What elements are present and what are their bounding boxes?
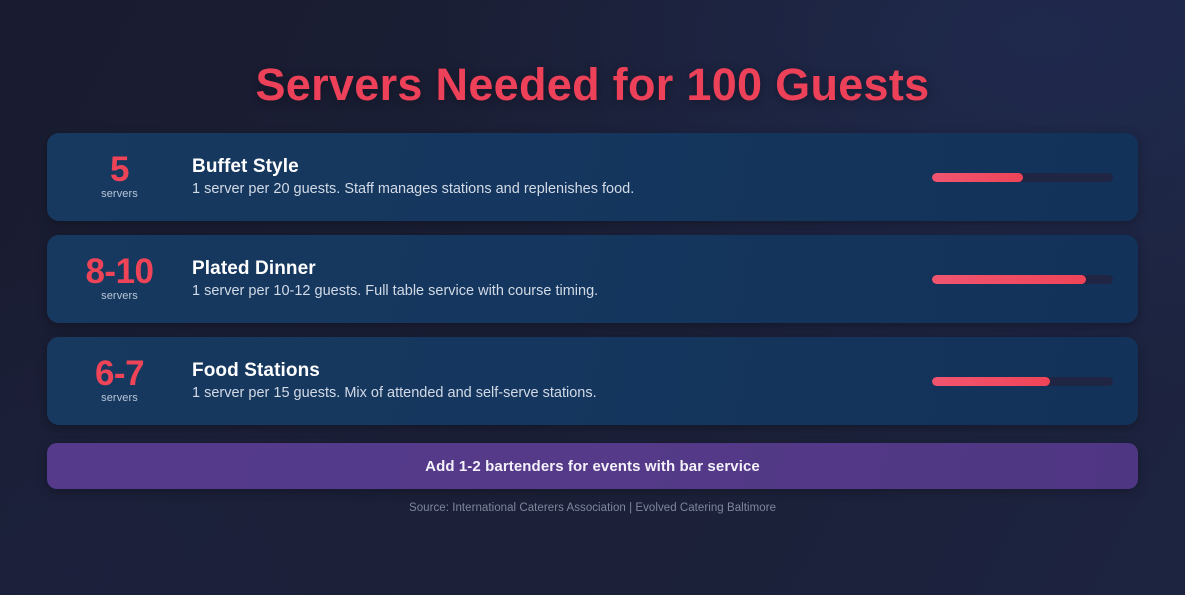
staffing-meter-fill xyxy=(932,376,1050,386)
service-style-text-block: Plated Dinner 1 server per 10-12 guests.… xyxy=(192,257,932,301)
service-style-card-list: 5 servers Buffet Style 1 server per 20 g… xyxy=(0,133,1185,425)
server-count-unit: servers xyxy=(101,188,138,201)
staffing-meter-track xyxy=(932,172,1113,182)
server-count-unit: servers xyxy=(101,392,138,405)
server-count-value: 5 xyxy=(110,149,129,189)
bartender-callout-banner: Add 1-2 bartenders for events with bar s… xyxy=(47,443,1138,489)
bartender-callout-text: Add 1-2 bartenders for events with bar s… xyxy=(425,457,760,475)
source-attribution: Source: International Caterers Associati… xyxy=(408,502,777,514)
staffing-meter-fill xyxy=(932,274,1086,284)
service-style-heading: Food Stations xyxy=(192,360,320,382)
service-style-card: 6-7 servers Food Stations 1 server per 1… xyxy=(47,337,1138,425)
service-style-heading: Plated Dinner xyxy=(192,258,316,280)
server-count-block: 5 servers xyxy=(47,149,192,203)
service-style-text-block: Buffet Style 1 server per 20 guests. Sta… xyxy=(192,155,932,199)
service-style-card: 5 servers Buffet Style 1 server per 20 g… xyxy=(47,133,1138,221)
server-count-unit: servers xyxy=(101,290,138,303)
service-style-text-block: Food Stations 1 server per 15 guests. Mi… xyxy=(192,359,932,403)
service-style-description: 1 server per 10-12 guests. Full table se… xyxy=(192,282,599,299)
service-style-description: 1 server per 20 guests. Staff manages st… xyxy=(192,180,635,197)
staffing-meter-track xyxy=(932,274,1113,284)
service-style-description: 1 server per 15 guests. Mix of attended … xyxy=(192,384,597,401)
service-style-card: 8-10 servers Plated Dinner 1 server per … xyxy=(47,235,1138,323)
service-style-heading: Buffet Style xyxy=(192,156,299,178)
staffing-meter-track xyxy=(932,376,1113,386)
server-count-value: 6-7 xyxy=(94,353,145,393)
page-title: Servers Needed for 100 Guests xyxy=(255,59,930,110)
staffing-meter-fill xyxy=(932,172,1023,182)
server-count-block: 8-10 servers xyxy=(47,251,192,305)
server-count-block: 6-7 servers xyxy=(47,353,192,407)
server-count-value: 8-10 xyxy=(85,251,154,291)
